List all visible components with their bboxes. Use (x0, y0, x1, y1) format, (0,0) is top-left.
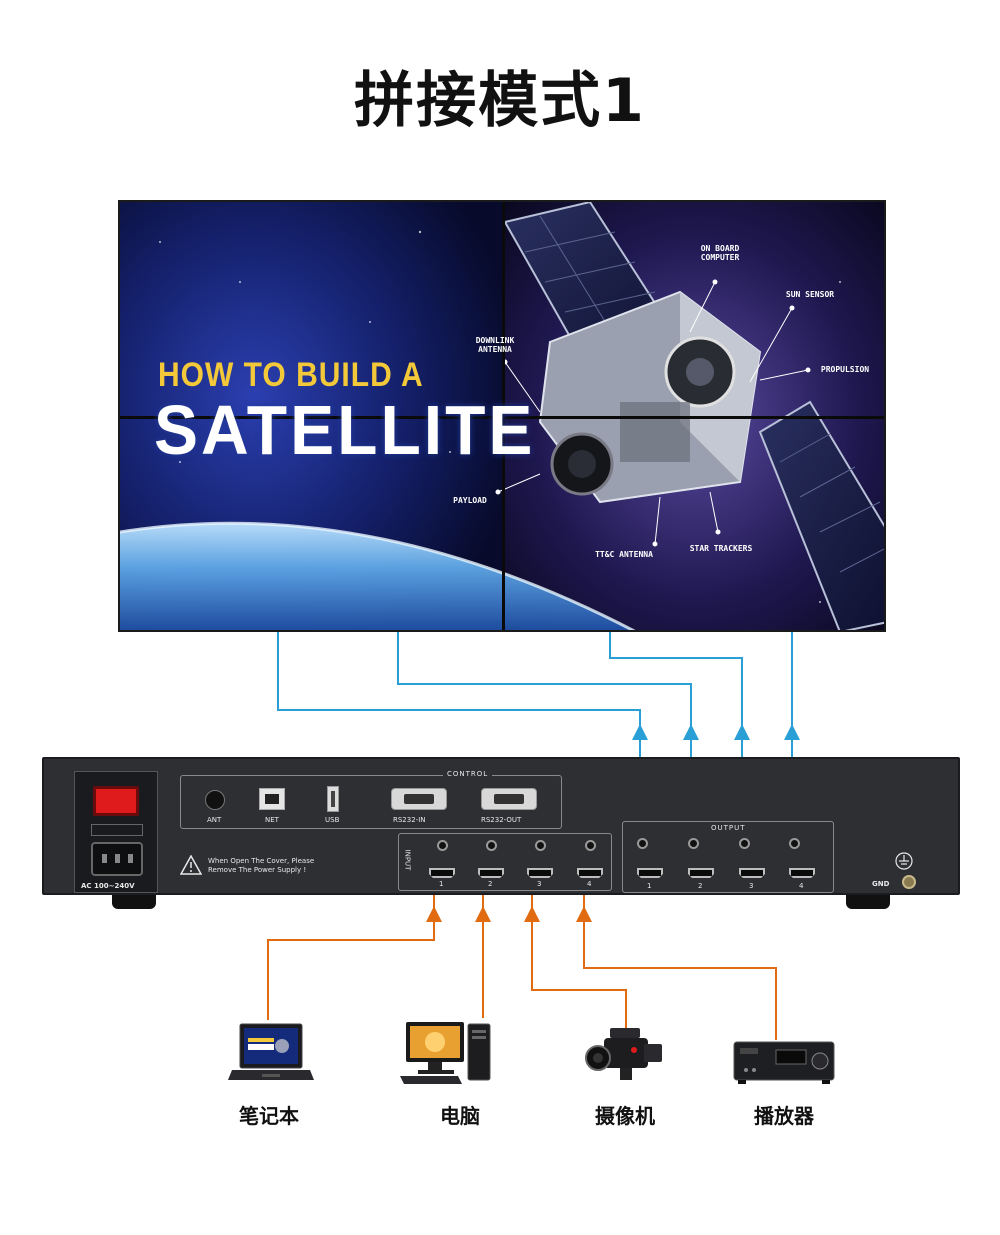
input-port-number: 3 (537, 880, 542, 888)
input-audio-jack[interactable] (585, 840, 596, 851)
hdmi-output-port[interactable] (688, 868, 714, 878)
ground-icon (895, 852, 913, 870)
page-title: 拼接模式1 (354, 66, 646, 136)
output-panel: OUTPUT 1 2 3 4 (622, 821, 834, 893)
gnd-label: GND (872, 880, 890, 888)
control-panel: CONTROL ANT NET USB RS232-IN RS232-OUT (180, 770, 562, 829)
hdmi-input-port[interactable] (527, 868, 553, 878)
output-label: OUTPUT (711, 824, 746, 832)
source-label-desktop: 电脑 (440, 1104, 480, 1128)
ant-label: ANT (207, 816, 222, 824)
ethernet-port[interactable] (259, 788, 285, 810)
input-audio-jack[interactable] (437, 840, 448, 851)
solar-panel-bottom (758, 400, 884, 630)
input-port-number: 1 (439, 880, 444, 888)
power-switch[interactable] (93, 786, 139, 816)
callout-star-trackers: STAR TRACKERS (689, 544, 753, 553)
rs232-in-label: RS232-IN (393, 816, 426, 824)
warning-icon (179, 854, 203, 875)
input-cables (267, 880, 777, 1040)
output-arrows (632, 724, 800, 740)
net-label: NET (265, 816, 279, 824)
output-port-number: 2 (698, 882, 703, 890)
input-port-number: 4 (587, 880, 592, 888)
desktop-computer-icon (400, 1022, 491, 1084)
callout-on-board: ON BOARD COMPUTER (700, 244, 740, 262)
power-socket[interactable] (91, 842, 143, 876)
callout-ttc: TT&C ANTENNA (595, 550, 653, 559)
callout-sun-sensor: SUN SENSOR (785, 290, 835, 299)
headline-small: HOW TO BUILD A (158, 356, 424, 394)
hdmi-output-port[interactable] (789, 868, 815, 878)
callout-propulsion: PROPULSION (820, 365, 870, 374)
rs232-in-port[interactable] (391, 788, 447, 810)
rs232-out-port[interactable] (481, 788, 537, 810)
input-panel: INPUT 1 2 3 4 (398, 833, 612, 891)
input-label: INPUT (403, 847, 412, 873)
output-port-number: 1 (647, 882, 652, 890)
antenna-port[interactable] (205, 790, 225, 810)
fuse-holder (91, 824, 143, 836)
video-camera-icon (585, 1028, 662, 1080)
warning-area: When Open The Cover, Please Remove The P… (179, 854, 314, 879)
hdmi-output-port[interactable] (739, 868, 765, 878)
control-label: CONTROL (443, 770, 493, 778)
ground-screw[interactable] (902, 875, 916, 889)
output-audio-jack[interactable] (688, 838, 699, 849)
output-port-number: 3 (749, 882, 754, 890)
hdmi-input-port[interactable] (577, 868, 603, 878)
rs232-out-label: RS232-OUT (481, 816, 522, 824)
usb-label: USB (325, 816, 340, 824)
hdmi-input-port[interactable] (478, 868, 504, 878)
source-label-player: 播放器 (754, 1104, 814, 1128)
input-audio-jack[interactable] (535, 840, 546, 851)
hdmi-output-port[interactable] (637, 868, 663, 878)
input-arrows (426, 906, 592, 922)
device-foot (846, 895, 890, 909)
output-audio-jack[interactable] (637, 838, 648, 849)
output-port-number: 4 (799, 882, 804, 890)
bezel-horizontal (120, 416, 884, 419)
hdmi-input-port[interactable] (429, 868, 455, 878)
device-foot (112, 895, 156, 909)
satellite-body (538, 290, 762, 504)
video-wall: HOW TO BUILD A SATELLITE ON BOARD COMPUT… (118, 200, 886, 632)
power-module: AC 100~240V (74, 771, 158, 893)
callout-payload: PAYLOAD (453, 496, 487, 505)
output-audio-jack[interactable] (789, 838, 800, 849)
callout-downlink: DOWNLINK ANTENNA (475, 336, 515, 354)
input-port-number: 2 (488, 880, 493, 888)
splicer-device: AC 100~240V CONTROL ANT NET USB RS232-IN… (42, 757, 960, 895)
power-rating-label: AC 100~240V (81, 882, 135, 890)
usb-port[interactable] (327, 786, 339, 812)
input-audio-jack[interactable] (486, 840, 497, 851)
source-label-laptop: 笔记本 (239, 1104, 299, 1128)
media-player-icon (733, 1041, 835, 1084)
output-cables (277, 632, 793, 738)
output-audio-jack[interactable] (739, 838, 750, 849)
warning-text: When Open The Cover, Please Remove The P… (208, 857, 315, 874)
source-label-camera: 摄像机 (595, 1104, 655, 1128)
headline-large: SATELLITE (154, 391, 536, 469)
laptop-icon (228, 1023, 314, 1080)
